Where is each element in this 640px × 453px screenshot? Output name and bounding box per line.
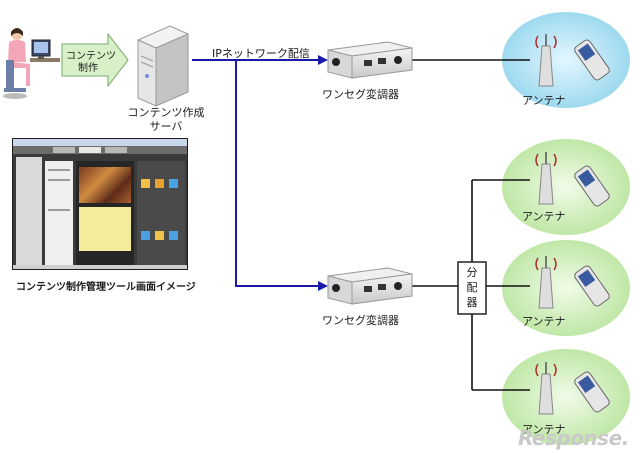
coverage-cell-2 <box>502 139 630 235</box>
tool-caption: コンテンツ制作管理ツール画面イメージ <box>16 282 196 293</box>
phone-icon-3 <box>574 265 610 307</box>
server-label: コンテンツ作成 サーバ <box>127 106 205 133</box>
network-arrow-top <box>318 55 328 65</box>
antenna-icon-1 <box>535 34 557 87</box>
modulator-label-bottom: ワンセグ変調器 <box>322 314 399 327</box>
modulator-label-top: ワンセグ変調器 <box>322 88 399 101</box>
antenna-label-3: アンテナ <box>522 315 566 328</box>
ip-network-label: IPネットワーク配信 <box>212 47 310 60</box>
antenna-icon-2 <box>535 152 557 205</box>
coverage-cell-3 <box>502 240 630 336</box>
antenna-icon-3 <box>535 256 557 309</box>
splitter-label: 分 配 器 <box>466 266 478 309</box>
coverage-cell-1 <box>502 12 630 108</box>
content-production-label: コンテンツ 制作 <box>66 51 116 74</box>
modulator-icon-bottom <box>327 267 413 305</box>
network-arrow-bottom <box>318 281 328 291</box>
person-at-desk-icon <box>3 28 60 99</box>
antenna-icon-4 <box>535 362 557 415</box>
modulator-icon-top <box>327 41 413 79</box>
ip-network-line <box>192 59 318 287</box>
content-arrow <box>61 32 129 88</box>
phone-icon-4 <box>574 371 610 413</box>
tool-screenshot <box>12 138 188 270</box>
splitter-box <box>457 261 487 315</box>
distribution-lines <box>412 59 530 391</box>
antenna-label-1: アンテナ <box>522 94 566 107</box>
server-icon <box>136 25 190 107</box>
antenna-label-2: アンテナ <box>522 210 566 223</box>
coverage-cell-4 <box>502 349 630 445</box>
phone-icon-2 <box>574 165 610 207</box>
phone-icon-1 <box>574 39 610 81</box>
antenna-label-4: アンテナ <box>522 423 566 436</box>
response-watermark: Response. <box>518 426 629 450</box>
